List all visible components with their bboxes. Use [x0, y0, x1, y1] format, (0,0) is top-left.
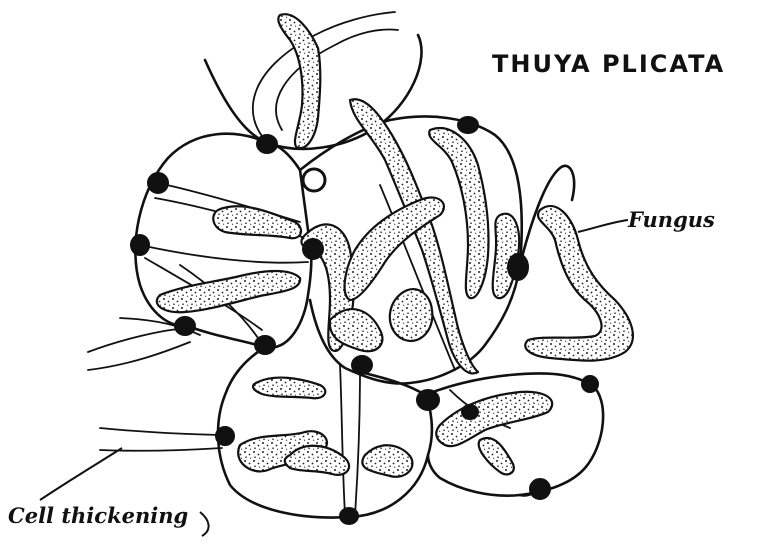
cell-wall-bottom-left — [218, 347, 432, 518]
fungus-hypha — [390, 289, 433, 341]
fungus-hypha — [525, 206, 633, 361]
pit-dot — [148, 173, 168, 193]
pit-dot — [417, 390, 439, 410]
pit-dot — [131, 235, 149, 255]
figure-title: THUYA PLICATA — [492, 50, 725, 78]
pit-dot — [458, 117, 478, 133]
pit-dot — [255, 336, 275, 354]
fungus-hypha — [436, 392, 552, 446]
pit-dot — [216, 427, 234, 445]
cell-thickening-hook — [200, 512, 209, 536]
fungus-hypha — [285, 446, 349, 475]
pit-dot — [462, 405, 478, 419]
pit-dot — [303, 239, 323, 259]
pit-dot — [175, 317, 195, 335]
pit-dot — [530, 479, 550, 499]
pit-dot — [582, 376, 598, 392]
pit-ring — [303, 169, 325, 191]
thickening-line — [340, 365, 345, 515]
fungus-hypha — [213, 206, 301, 238]
fungus-hypha — [362, 445, 412, 476]
pit-dot — [257, 135, 277, 153]
pit-dot — [352, 356, 372, 374]
cell-wall-left — [135, 134, 311, 348]
cell-thickening-label: Cell thickening — [8, 503, 188, 528]
thickening-line — [140, 245, 308, 263]
fungus-leader-line — [578, 220, 628, 232]
thickening-line — [355, 372, 360, 515]
pit-dot — [508, 254, 528, 280]
fungus-hypha — [479, 438, 514, 474]
fungus-hypha — [253, 378, 325, 399]
thickening-line — [100, 428, 220, 435]
fungus-label: Fungus — [628, 207, 715, 232]
cell-thickening-leader-line — [40, 448, 122, 500]
fungus-hypha — [278, 14, 320, 148]
pit-dot — [340, 508, 358, 524]
